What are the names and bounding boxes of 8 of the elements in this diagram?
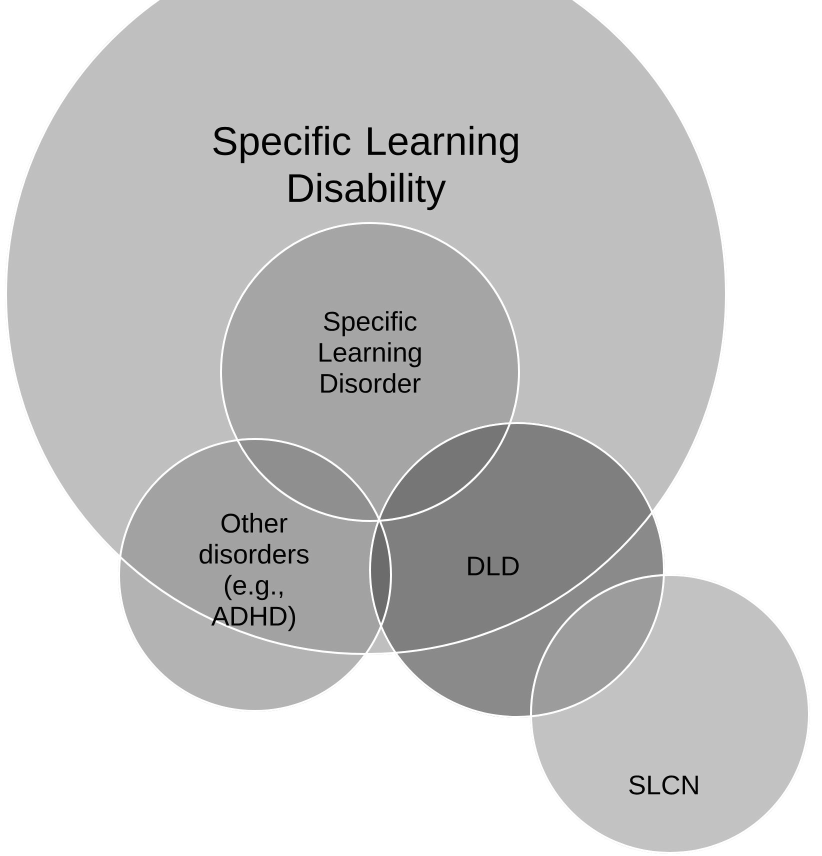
circle-label: Other disorders (e.g., ADHD) (200, 512, 309, 632)
circle-label: Specific Learning Disorder (320, 311, 421, 393)
circle-label: DLD (468, 556, 519, 576)
circle-label: Specific Learning Disability (213, 126, 518, 210)
circle (530, 574, 810, 854)
circle (369, 422, 665, 718)
circle-label: SLCN (629, 775, 698, 795)
circle (118, 438, 392, 712)
